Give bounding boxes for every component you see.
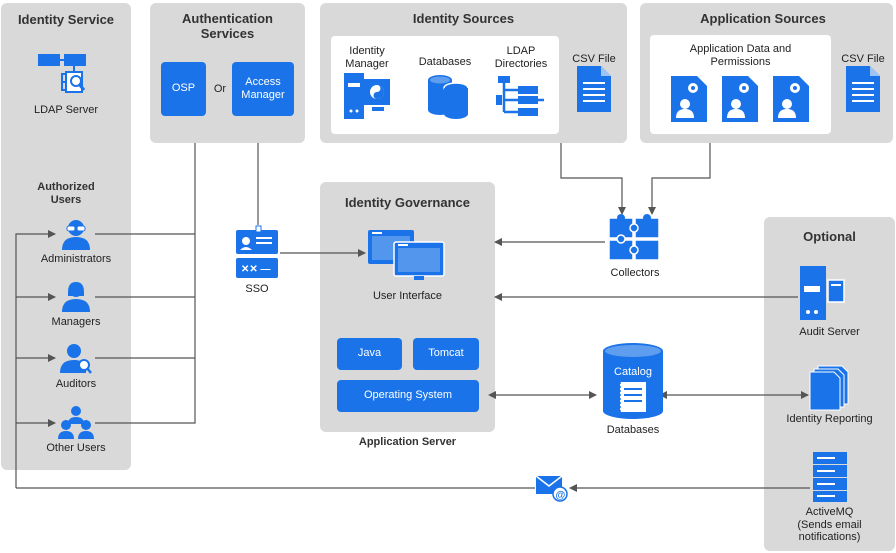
identity-manager-icon [344, 73, 390, 119]
identity-governance-title: Identity Governance [345, 195, 470, 210]
user-label-managers: Managers [51, 316, 101, 328]
ldap-server-label: LDAP Server [34, 104, 98, 116]
authorized-users-title: Authorized Users [37, 181, 95, 206]
manager-icon [62, 282, 90, 312]
user-label-other-users: Other Users [46, 442, 106, 454]
app-data-doc-icon-1 [671, 76, 707, 122]
svg-text:@: @ [556, 490, 566, 501]
application-server-label: Application Server [358, 436, 457, 448]
identity-reporting-icon [809, 365, 849, 411]
application-csv-label: CSV File [841, 53, 885, 65]
audit-server-label: Audit Server [799, 326, 860, 338]
optional-title: Optional [803, 229, 856, 244]
databases-source-label: Databases [418, 56, 472, 68]
osp-box: OSP [161, 62, 206, 116]
or-label: Or [213, 83, 227, 95]
application-csv-file-icon [846, 66, 880, 112]
svg-text:✕✕ —: ✕✕ — [241, 264, 271, 275]
access-manager-box: Access Manager [232, 62, 294, 116]
activemq-server-icon [813, 452, 847, 502]
email-notification-icon: @ [535, 475, 568, 502]
authentication-services-title: Authentication Services [182, 11, 273, 41]
application-data-label: Application Data and Permissions [689, 43, 792, 68]
ldap-directories-icon [496, 76, 544, 116]
catalog-label: Catalog [614, 366, 652, 378]
sso-icon: ✕✕ — [236, 225, 278, 278]
identity-reporting-label: Identity Reporting [786, 413, 873, 425]
user-label-administrators: Administrators [40, 253, 112, 265]
other-users-icon [58, 406, 94, 439]
user-interface-label: User Interface [372, 290, 443, 302]
identity-csv-file-icon [577, 66, 611, 112]
catalog-databases-label: Databases [606, 424, 660, 436]
tomcat-box: Tomcat [413, 338, 479, 370]
java-box: Java [337, 338, 402, 370]
operating-system-box: Operating System [337, 380, 479, 412]
collectors-puzzle-icon [608, 214, 660, 261]
identity-manager-label: Identity Manager [345, 45, 389, 70]
ldap-server-icon [38, 54, 86, 93]
app-data-doc-icon-3 [773, 76, 809, 122]
identity-service-title: Identity Service [17, 12, 115, 27]
sso-label: SSO [245, 283, 269, 295]
application-sources-title: Application Sources [700, 11, 826, 26]
administrator-icon [62, 220, 90, 250]
catalog-database-icon [603, 343, 663, 419]
user-label-auditors: Auditors [55, 378, 97, 390]
app-data-doc-icon-2 [722, 76, 758, 122]
ldap-directories-label: LDAP Directories [494, 45, 548, 70]
identity-sources-title: Identity Sources [412, 11, 515, 26]
user-interface-icon [368, 230, 445, 280]
audit-server-icon [800, 266, 845, 320]
collectors-label: Collectors [610, 267, 660, 279]
auditor-icon [60, 344, 92, 374]
identity-csv-label: CSV File [572, 53, 616, 65]
activemq-label: ActiveMQ (Sends email notifications) [797, 506, 862, 544]
databases-source-icon [428, 75, 469, 119]
